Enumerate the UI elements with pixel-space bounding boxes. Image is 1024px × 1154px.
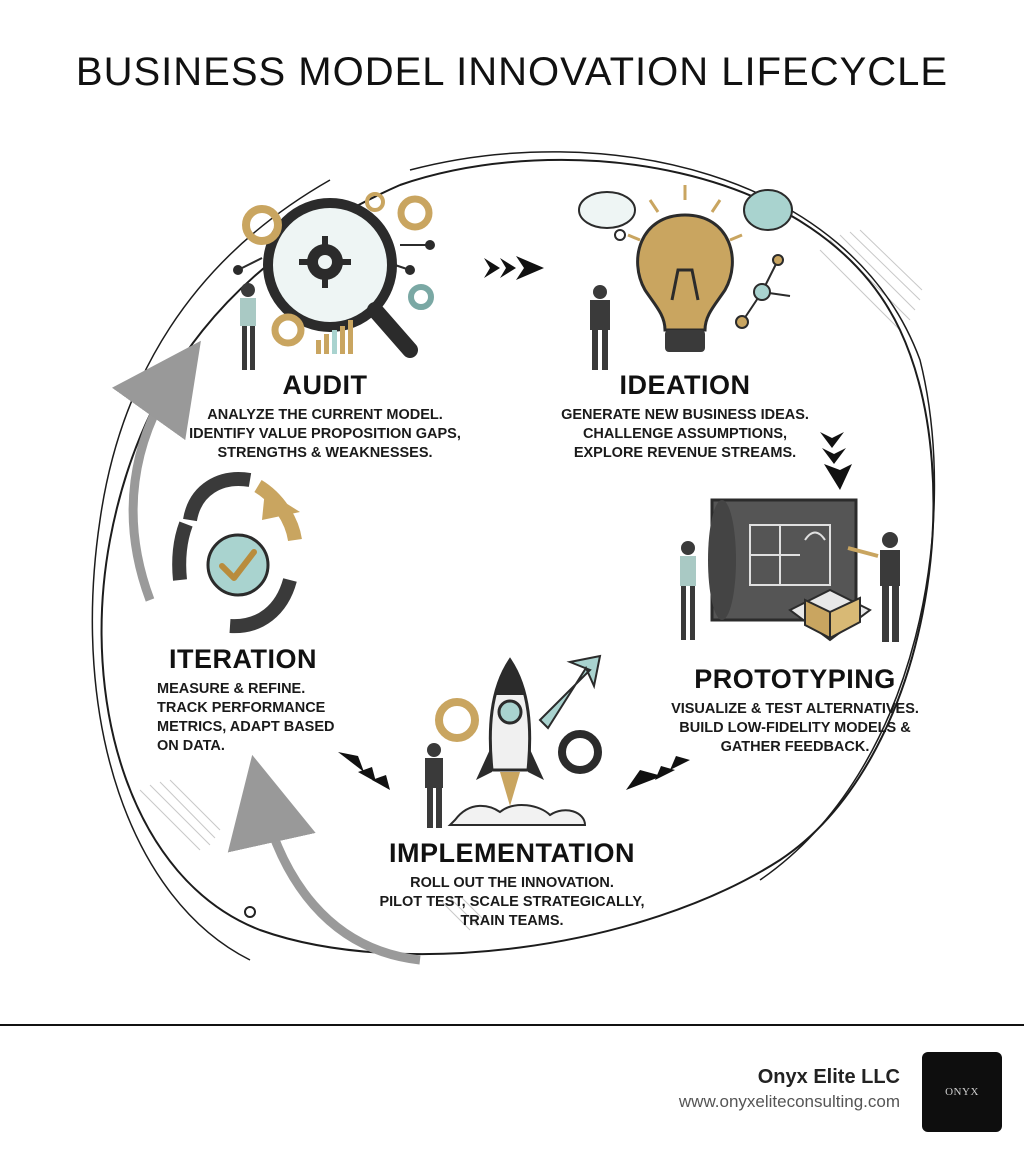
stage-desc-prototyping: Visualize & test alternatives. Build low… [650,700,940,757]
stage-desc-line: Generate new business ideas. [561,407,809,423]
footer-divider [0,1024,1024,1026]
stage-desc-line: Identify value proposition gaps, [189,426,461,442]
company-info: Onyx Elite LLC www.onyxeliteconsulting.c… [679,1066,900,1112]
stage-desc-line: Measure & refine. [157,681,306,697]
stage-desc-audit: Analyze the current model. Identify valu… [170,406,480,463]
stage-desc-line: metrics, adapt based [157,719,335,735]
hatch-decoration [139,229,923,931]
stage-desc-line: explore revenue streams. [573,445,797,461]
stage-desc-line: gather feedback. [720,739,870,755]
lightbulb-icon [578,185,793,370]
stage-desc-line: Build low-fidelity models & [679,720,911,736]
stage-desc-line: Visualize & test alternatives. [671,701,919,717]
chevron-arrow-audit-ideation [484,256,544,280]
company-logo: ONYX [922,1052,1002,1132]
company-url[interactable]: www.onyxeliteconsulting.com [678,1092,900,1111]
company-name: Onyx Elite LLC [757,1066,900,1088]
stage-desc-line: on data. [157,738,225,754]
stage-desc-iteration: Measure & refine. Track performance metr… [143,680,357,756]
stage-desc-line: Pilot test, scale strategically, [379,894,645,910]
chevron-arrow-ideation-prototyping [820,432,852,490]
stage-desc-line: train teams. [460,913,564,929]
cycle-check-icon [172,472,302,634]
magnifier-gears-icon [233,192,435,370]
lifecycle-diagram [91,151,936,965]
stage-title-iteration: ITERATION [169,644,317,674]
rocket-icon [425,654,602,828]
logo-text: ONYX [945,1086,979,1098]
page-title: BUSINESS MODEL INNOVATION LIFECYCLE [75,50,949,94]
stage-desc-line: Track performance [157,700,326,716]
stage-title-implementation: IMPLEMENTATION [389,838,635,868]
swoosh-arrow-left [112,340,201,602]
chevron-arrow-prototyping-implementation [626,756,690,790]
chevron-arrow-implementation-iteration [338,752,390,790]
blueprint-icon [680,498,900,642]
stage-desc-line: Analyze the current model. [207,407,443,423]
swoosh-arrow-bottom [227,754,421,965]
stage-desc-line: Roll out the innovation. [410,875,614,891]
stage-desc-ideation: Generate new business ideas. Challenge a… [535,406,835,463]
stage-desc-line: Challenge assumptions, [582,426,788,442]
stage-desc-implementation: Roll out the innovation. Pilot test, sca… [362,874,662,931]
stage-title-audit: AUDIT [282,370,368,400]
cycle-ring [91,151,936,961]
stage-desc-line: strengths & weaknesses. [217,445,433,461]
stage-title-prototyping: PROTOTYPING [694,664,896,694]
stage-title-ideation: IDEATION [619,370,751,400]
